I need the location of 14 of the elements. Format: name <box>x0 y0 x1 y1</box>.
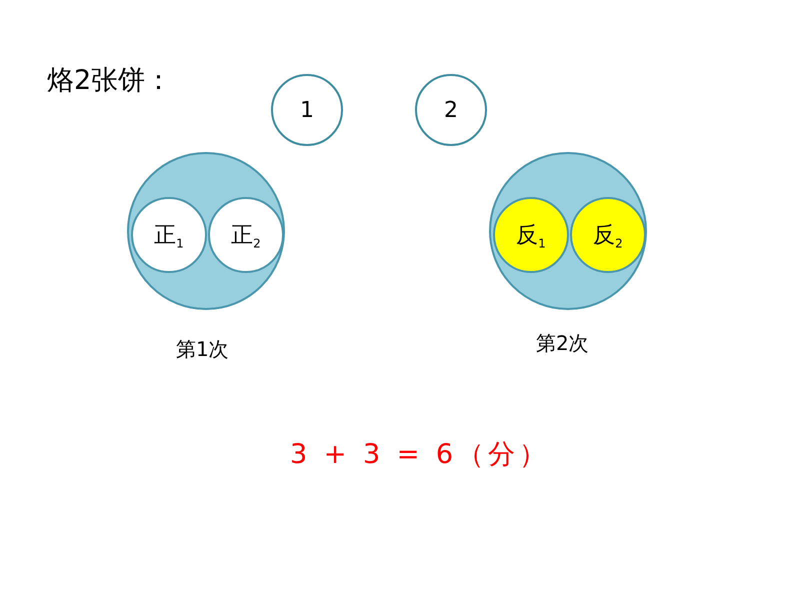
circle-label: 正$_{1}$ <box>154 222 184 250</box>
title: 烙2张饼： <box>47 64 172 98</box>
circle-label: 1 <box>300 98 314 122</box>
round-caption: 第1次 <box>176 336 229 363</box>
equation: 3 + 3 = 6（分） <box>290 438 550 472</box>
circle-label: 2 <box>444 98 458 122</box>
pancake-circle <box>493 197 569 273</box>
circle-label: 反$_{2}$ <box>593 222 623 250</box>
pancake-circle <box>131 197 207 273</box>
circle-label: 反$_{1}$ <box>516 222 546 250</box>
pancake-circle <box>570 197 646 273</box>
pancake-circle <box>208 197 284 273</box>
circle-label: 正$_{2}$ <box>231 222 261 250</box>
round-caption: 第2次 <box>536 330 589 357</box>
